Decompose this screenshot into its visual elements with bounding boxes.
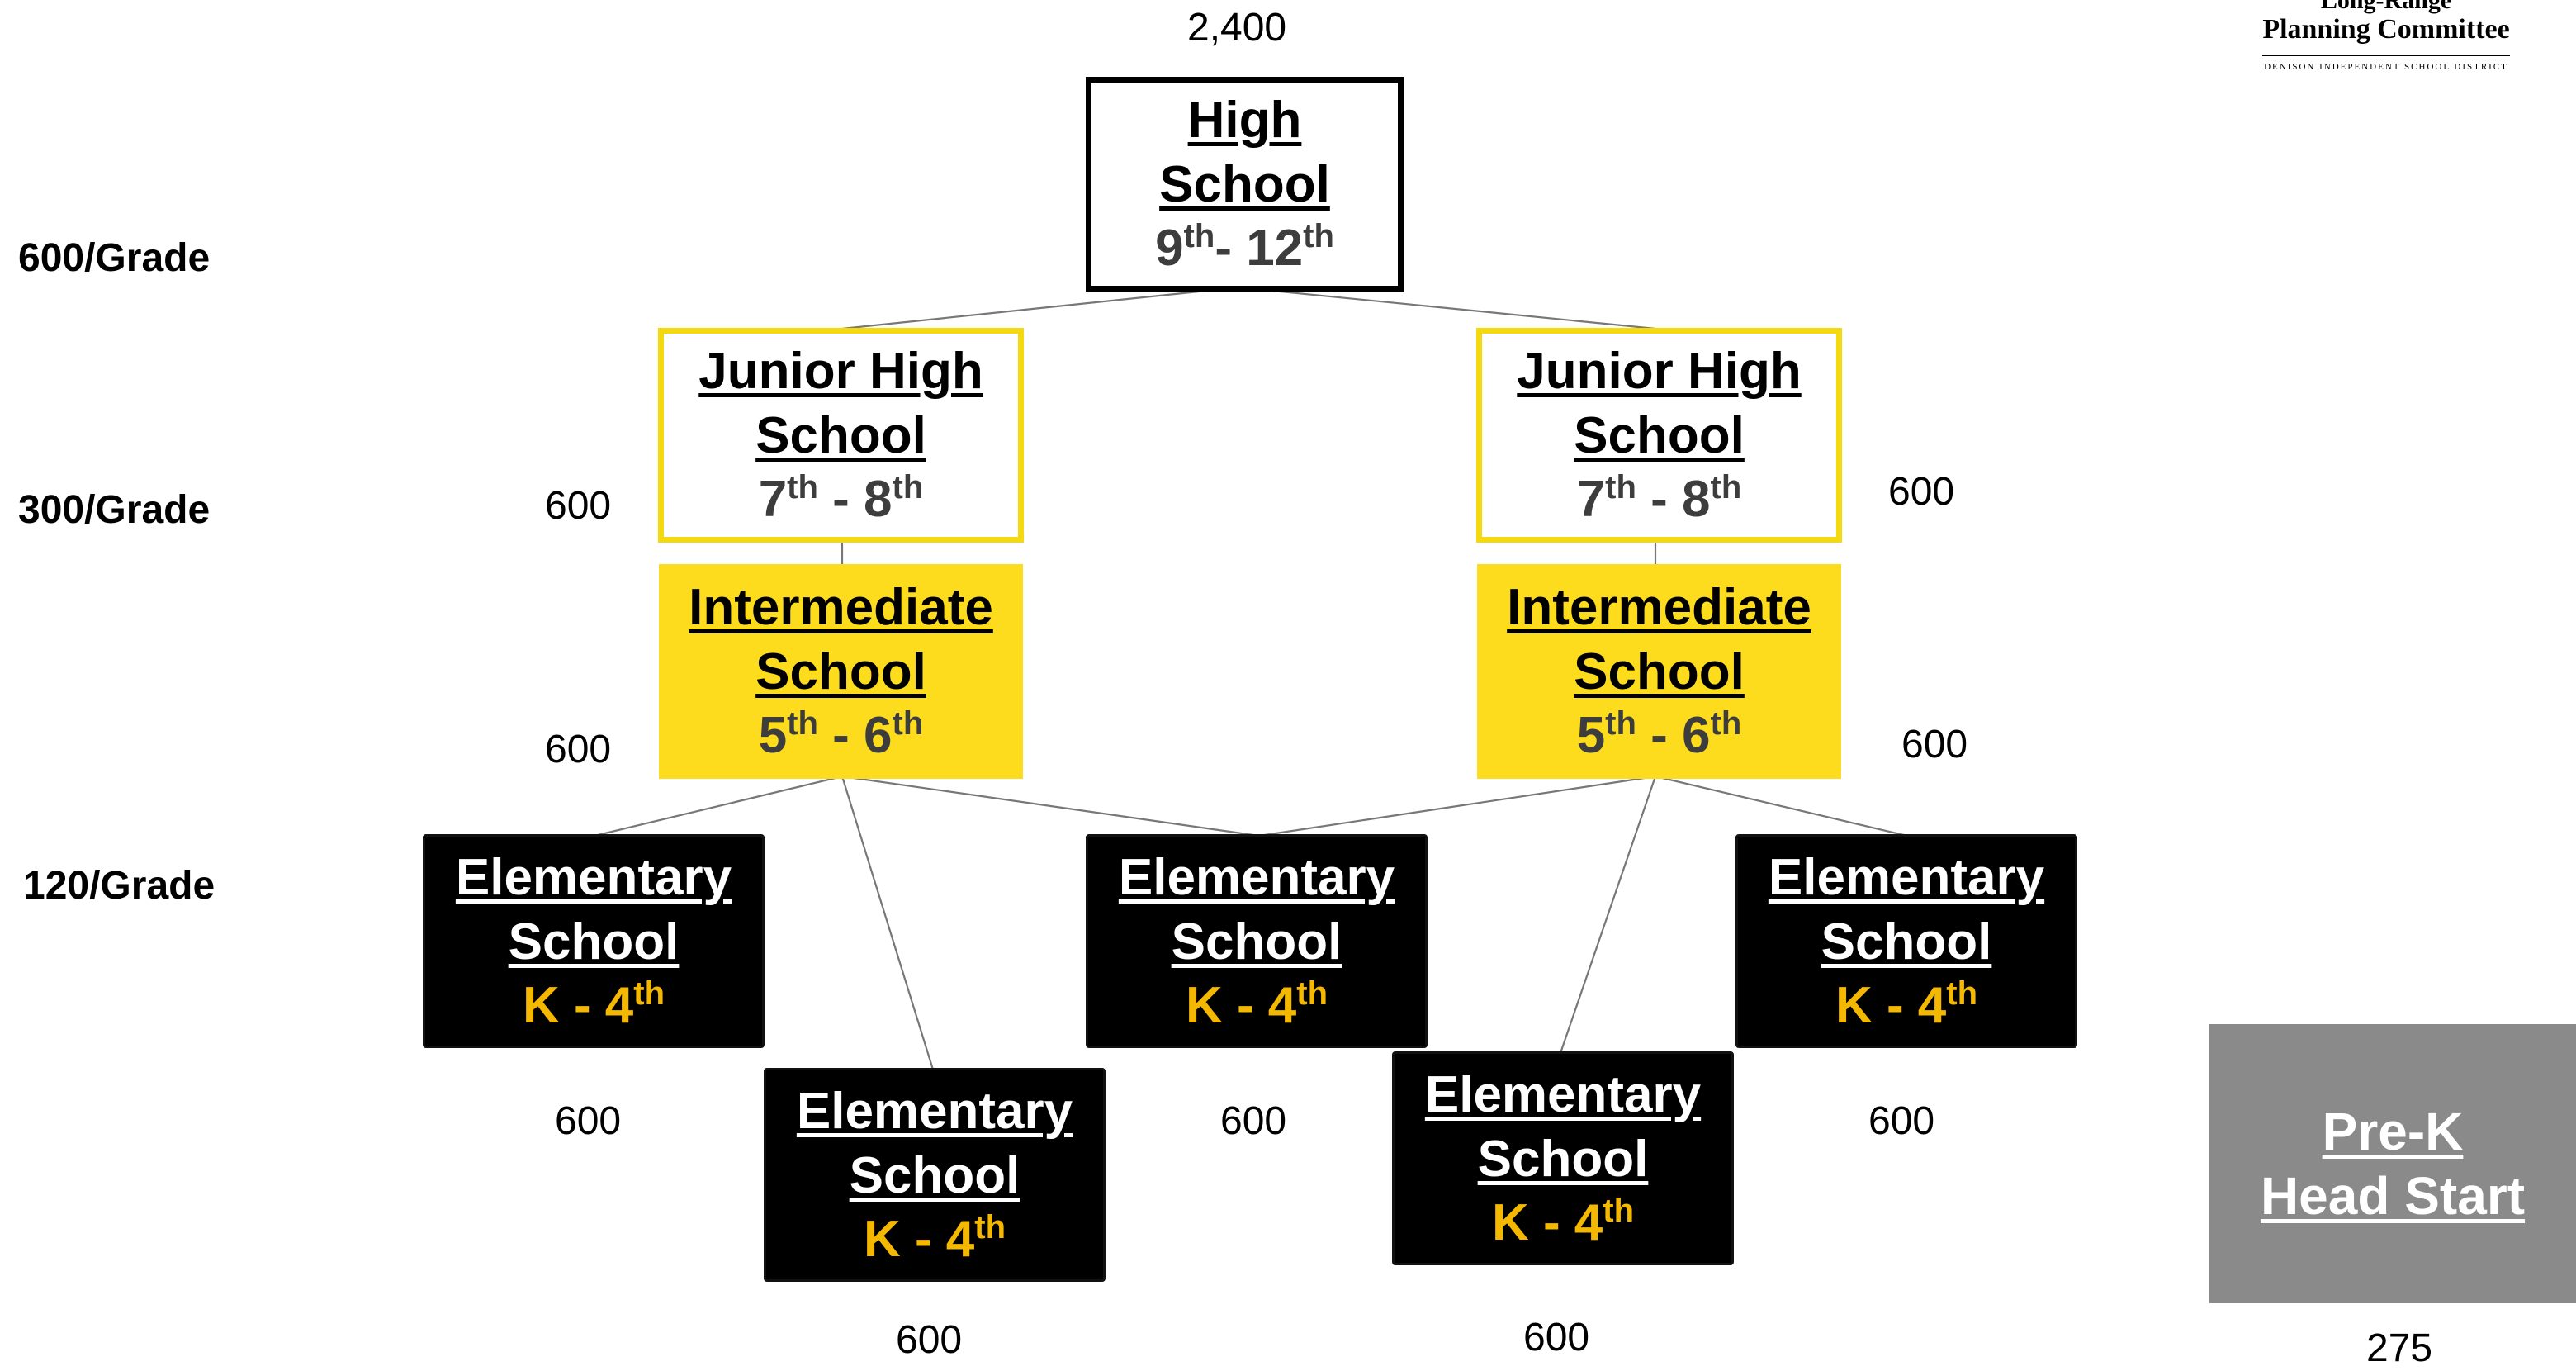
junior-high-2-grades: 7th - 8th [1576, 469, 1742, 528]
high-school-box[interactable]: High School 9th- 12th [1086, 77, 1404, 292]
junior-high-1-name-line1: Junior High [698, 343, 983, 400]
prek-head-start-box[interactable]: Pre-K Head Start [2209, 1024, 2576, 1303]
elementary-box-2[interactable]: Elementary School K - 4th [764, 1068, 1106, 1282]
intermediate-1-enrollment: 600 [545, 728, 612, 771]
elementary-2-grades: K - 4th [863, 1208, 1006, 1268]
intermediate-2-name-line1: Intermediate [1507, 579, 1811, 636]
high-school-name-line1: High [1187, 92, 1302, 149]
intermediate-box-2[interactable]: Intermediate School 5th - 6th [1477, 564, 1841, 779]
logo-line-3: DENISON INDEPENDENT SCHOOL DISTRICT [2264, 62, 2508, 72]
elementary-3-enrollment: 600 [1220, 1099, 1287, 1143]
high-school-grades: 9th- 12th [1155, 218, 1334, 277]
elementary-5-enrollment: 600 [1868, 1099, 1935, 1143]
elementary-2-name-line2: School [849, 1146, 1020, 1204]
intermediate-1-grades: 5th - 6th [758, 705, 924, 764]
connector-hs-jh1 [841, 286, 1239, 330]
elementary-box-5[interactable]: Elementary School K - 4th [1735, 834, 2077, 1048]
intermediate-box-1[interactable]: Intermediate School 5th - 6th [659, 564, 1023, 779]
elementary-box-1[interactable]: Elementary School K - 4th [423, 834, 765, 1048]
connector-im2-el4 [1559, 776, 1657, 1054]
elementary-4-name-line2: School [1477, 1130, 1649, 1188]
elementary-box-4[interactable]: Elementary School K - 4th [1392, 1051, 1734, 1265]
elementary-1-name-line1: Elementary [455, 848, 732, 906]
junior-high-1-enrollment: 600 [545, 484, 612, 528]
committee-logo: Long-Range Planning Committee DENISON IN… [2229, 0, 2543, 73]
connector-im1-el3 [841, 775, 1260, 837]
junior-high-1-name-line2: School [755, 407, 926, 464]
elementary-1-grades: K - 4th [522, 975, 665, 1034]
elementary-4-grades: K - 4th [1491, 1192, 1635, 1251]
elementary-4-name-line1: Elementary [1424, 1065, 1702, 1123]
prek-enrollment: 275 [2366, 1326, 2433, 1370]
row-label-600-per-grade: 600/Grade [18, 236, 211, 280]
elementary-3-name-line2: School [1171, 913, 1342, 970]
intermediate-1-name-line2: School [755, 643, 926, 700]
connector-im2-el3 [1258, 775, 1656, 837]
elementary-5-name-line1: Elementary [1768, 848, 2045, 906]
intermediate-2-grades: 5th - 6th [1576, 705, 1742, 764]
elementary-1-name-line2: School [508, 913, 680, 970]
row-label-120-per-grade: 120/Grade [23, 864, 215, 908]
connector-im2-el5 [1655, 775, 1908, 837]
elementary-3-name-line1: Elementary [1118, 848, 1395, 906]
junior-high-box-2[interactable]: Junior High School 7th - 8th [1476, 328, 1842, 543]
logo-rule [2262, 55, 2510, 56]
junior-high-2-name-line1: Junior High [1517, 343, 1802, 400]
logo-line-1: Long-Range [2320, 0, 2452, 14]
intermediate-2-name-line2: School [1574, 643, 1745, 700]
junior-high-box-1[interactable]: Junior High School 7th - 8th [658, 328, 1024, 543]
elementary-1-enrollment: 600 [555, 1099, 622, 1143]
intermediate-1-name-line1: Intermediate [689, 579, 993, 636]
elementary-5-grades: K - 4th [1835, 975, 1978, 1034]
intermediate-2-enrollment: 600 [1901, 723, 1968, 766]
prek-name-line2: Head Start [2260, 1166, 2526, 1226]
prek-name-line1: Pre-K [2322, 1102, 2464, 1161]
junior-high-2-enrollment: 600 [1888, 470, 1955, 514]
elementary-2-name-line1: Elementary [796, 1082, 1073, 1140]
junior-high-2-name-line2: School [1574, 407, 1745, 464]
high-school-enrollment: 2,400 [1187, 6, 1287, 50]
elementary-3-grades: K - 4th [1185, 975, 1328, 1034]
elementary-2-enrollment: 600 [896, 1318, 963, 1362]
logo-line-2: Planning Committee [2262, 14, 2510, 45]
high-school-name-line2: School [1159, 156, 1330, 213]
connector-im1-el2 [841, 776, 935, 1070]
elementary-5-name-line2: School [1821, 913, 1992, 970]
elementary-box-3[interactable]: Elementary School K - 4th [1086, 834, 1428, 1048]
row-label-300-per-grade: 300/Grade [18, 488, 211, 532]
connector-im1-el1 [594, 775, 843, 837]
junior-high-1-grades: 7th - 8th [758, 469, 924, 528]
elementary-4-enrollment: 600 [1523, 1316, 1590, 1359]
connector-hs-jh2 [1238, 286, 1656, 330]
